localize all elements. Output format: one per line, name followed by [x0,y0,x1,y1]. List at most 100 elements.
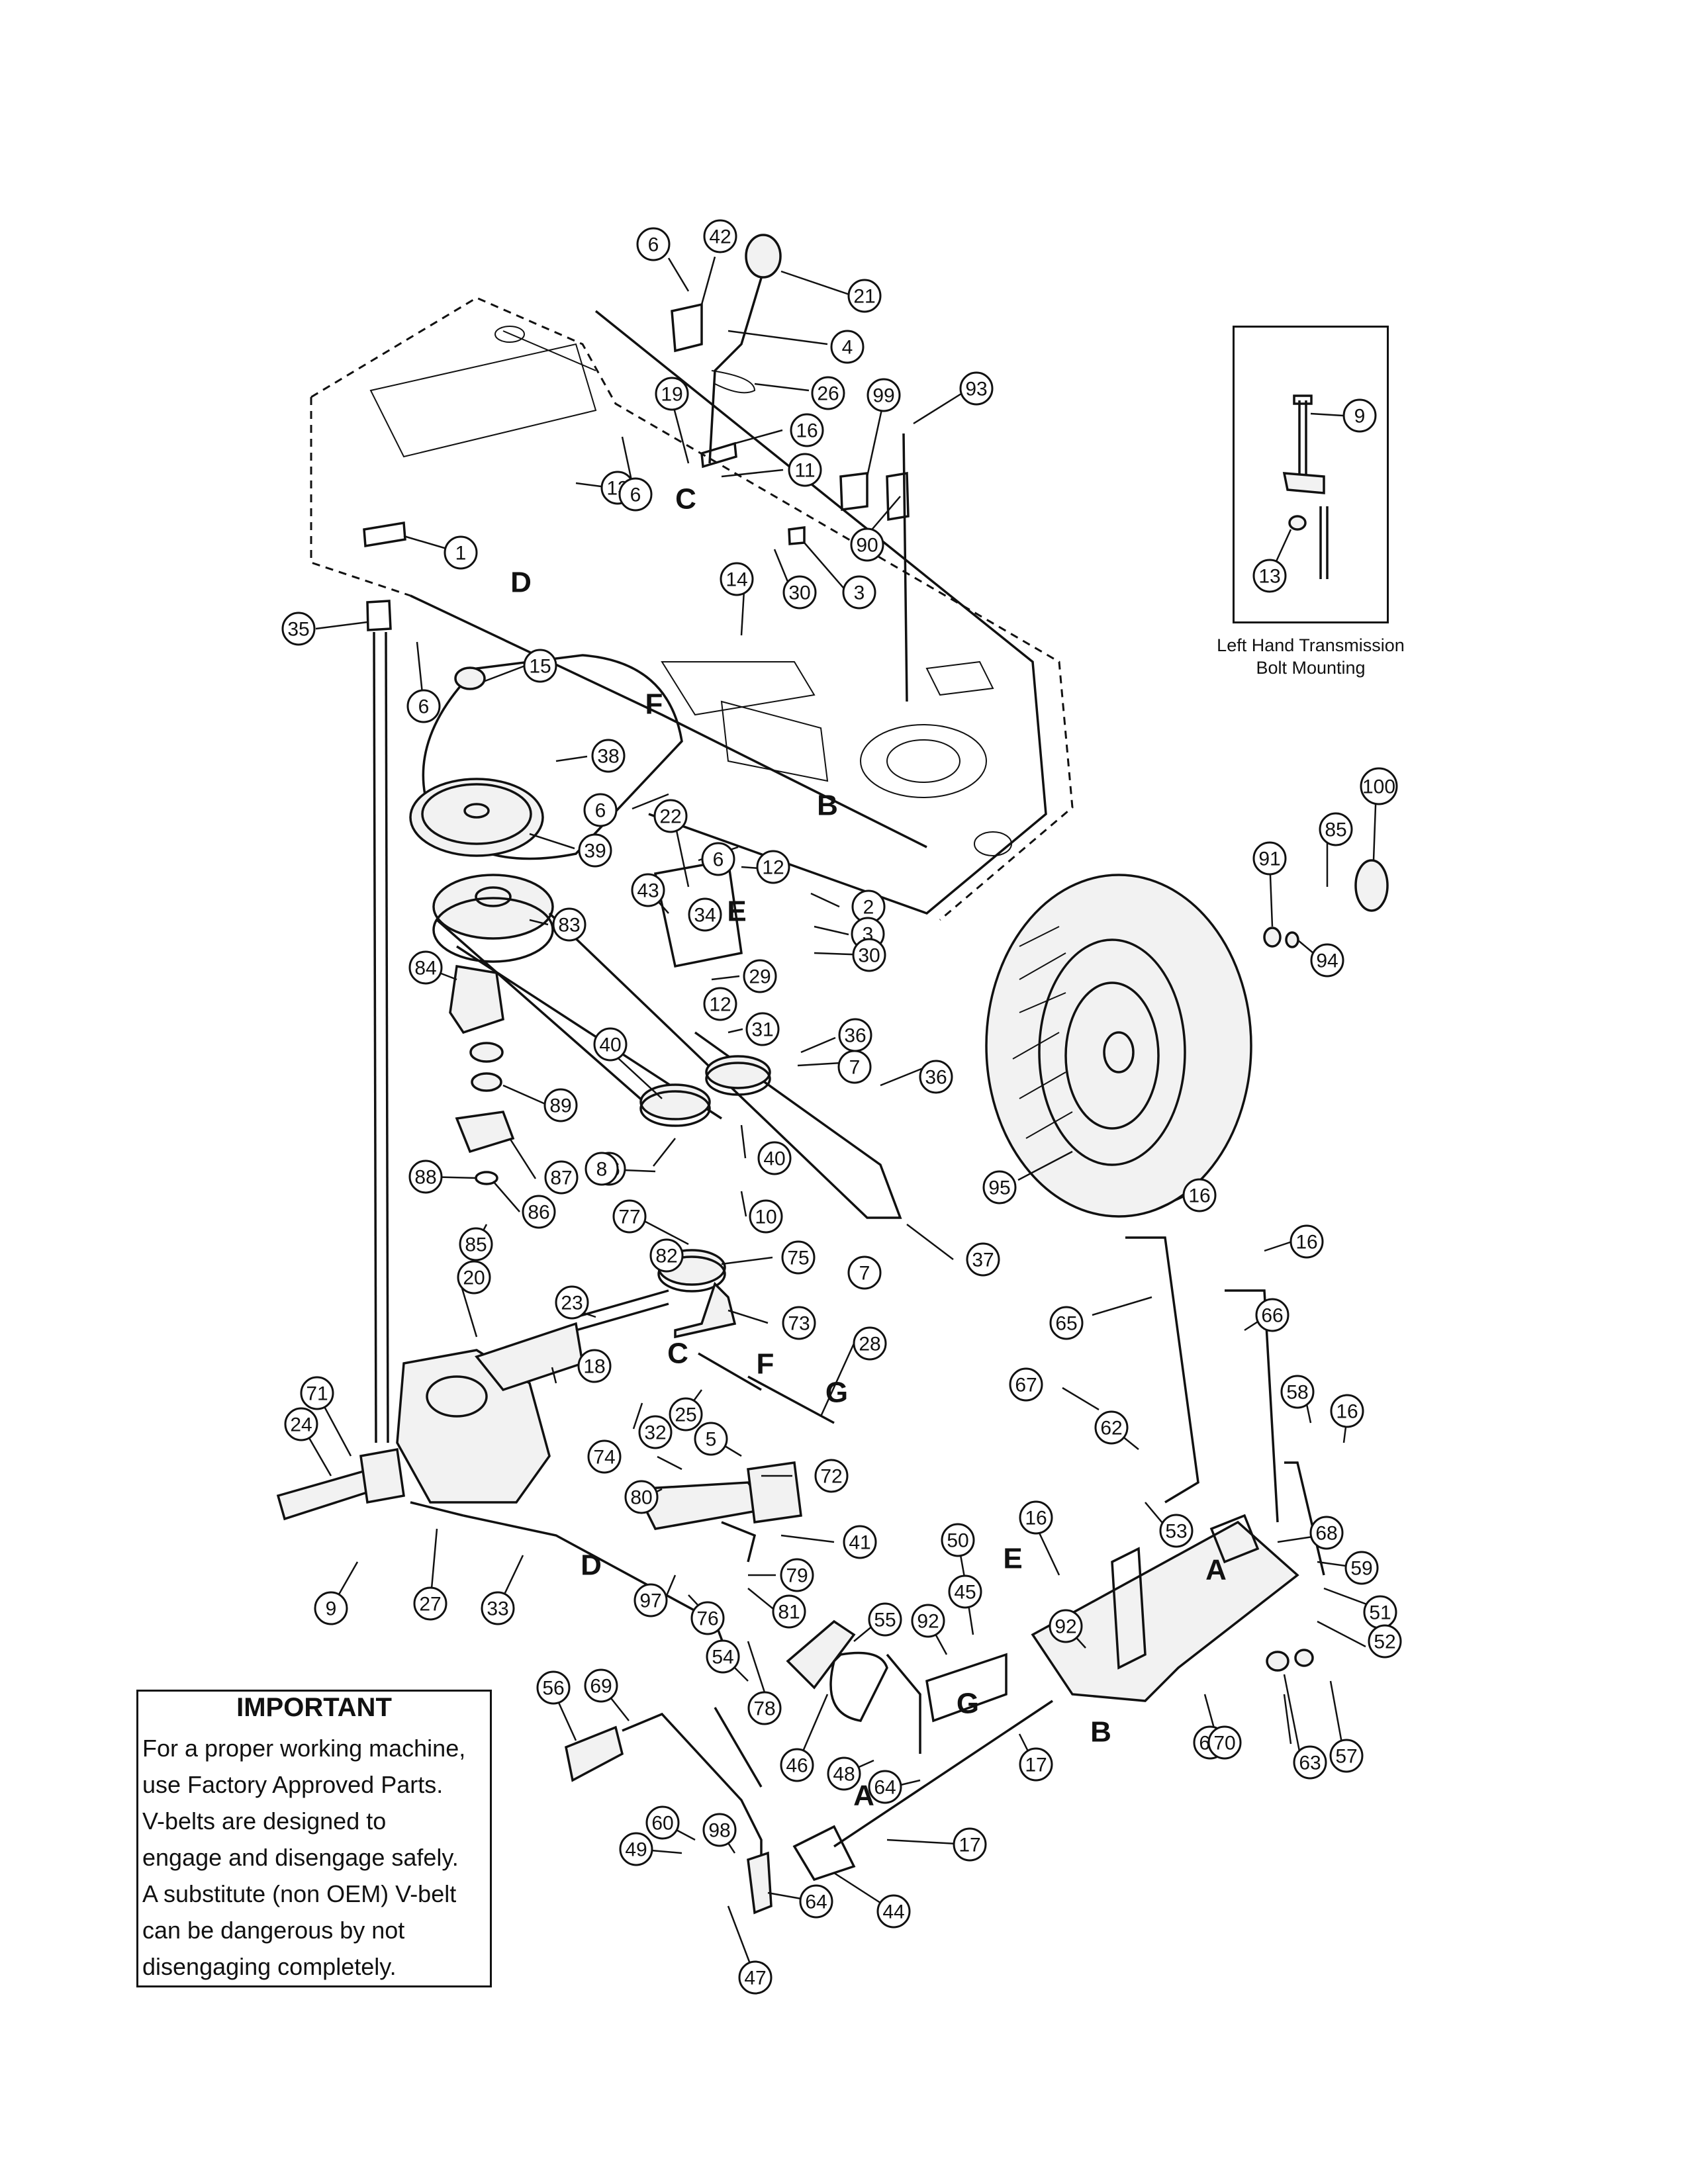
callout-46: 46 [780,1748,814,1782]
callout-44: 44 [876,1894,911,1929]
callout-label: 50 [947,1530,968,1552]
inset-box [1233,326,1389,623]
callout-71: 71 [300,1376,334,1410]
inset-caption: Left Hand Transmission Bolt Mounting [1217,635,1405,678]
callout-19: 19 [655,377,689,411]
callout-label: 49 [625,1839,647,1861]
callout-circle [720,562,754,596]
callout-circle [1094,1410,1129,1445]
callout-67: 67 [1009,1367,1043,1402]
callout-circle [1329,1739,1364,1773]
callout-circle [578,833,612,868]
callout-label: 16 [1025,1508,1047,1529]
callout-circle [631,873,665,907]
callout-12: 12 [703,987,737,1021]
callout-circle [1310,943,1344,978]
callout-58: 58 [1280,1375,1315,1409]
callout-34: 34 [688,897,722,932]
callout-label: 6 [630,484,641,506]
callout-circle [780,1558,814,1592]
callout-48: 48 [827,1756,861,1791]
callout-81: 81 [772,1594,806,1629]
transaxle [276,1289,669,1521]
callout-circle [459,1227,493,1261]
callout-label: 89 [549,1095,571,1117]
callout-label: 22 [659,806,681,828]
callout-circle [619,1832,653,1866]
callout-circle [837,1050,872,1084]
callout-label: 36 [844,1025,866,1047]
callout-circle [523,649,557,683]
callout-label: 56 [542,1678,564,1700]
callout-label: 17 [959,1835,980,1856]
callout-label: 85 [465,1234,487,1256]
callout-circle [847,279,882,313]
callout-78: 78 [747,1691,782,1725]
callout-3: 3 [842,575,876,610]
callout-16: 16 [1182,1178,1217,1212]
callout-circle [669,1397,703,1432]
callout-circle [1182,1178,1217,1212]
callout-circle [1019,1500,1053,1535]
callout-94: 94 [1310,943,1344,978]
callout-10: 10 [749,1199,783,1234]
callout-label: 6 [713,849,724,871]
callout-label: 34 [694,905,716,927]
callout-label: 4 [842,337,853,359]
callout-label: 11 [794,460,815,482]
callout-6: 6 [701,842,735,876]
callout-circle [633,1583,668,1617]
callout-label: 59 [1350,1558,1372,1580]
callout-69: 69 [584,1668,618,1703]
callout-label: 46 [786,1755,808,1777]
callout-circle [655,377,689,411]
callout-41: 41 [843,1525,877,1559]
callout-circle [830,330,865,364]
callout-circle [406,689,441,723]
callout-32: 32 [638,1415,673,1449]
callout-label: 64 [874,1777,896,1799]
callout-circle [782,1306,816,1340]
callout-35: 35 [281,612,316,646]
callout-22: 22 [653,799,688,833]
brake-linkage [410,1461,802,1649]
callout-47: 47 [738,1960,773,1995]
callout-label: 68 [1315,1523,1337,1545]
callout-label: 95 [988,1177,1010,1199]
callout-39: 39 [578,833,612,868]
callout-label: 72 [820,1466,842,1488]
callout-26: 26 [811,376,845,410]
callout-circle [780,1748,814,1782]
callout-83: 83 [552,907,586,942]
callout-20: 20 [457,1260,491,1295]
callout-label: 27 [419,1594,441,1615]
callout-38: 38 [591,739,626,773]
callout-79: 79 [780,1558,814,1592]
callout-label: 83 [558,915,580,936]
shift-lever-assembly [671,234,782,469]
callout-label: 52 [1374,1631,1395,1653]
important-body: For a proper working machine, use Factor… [142,1735,466,1980]
callout-7: 7 [847,1255,882,1290]
callout-label: 33 [487,1598,508,1620]
callout-label: 81 [778,1602,800,1623]
callout-circle [1207,1725,1242,1760]
callout-label: 40 [599,1034,621,1056]
callout-73: 73 [782,1306,816,1340]
callout-18: 18 [577,1349,612,1383]
callout-circle [788,453,822,487]
pedal-bracket-plate [1031,1514,1314,1702]
speed-lever [564,1700,1053,1915]
callout-52: 52 [1368,1624,1402,1659]
callout-circle [584,1668,618,1703]
callout-66: 66 [1255,1298,1289,1332]
callout-label: 30 [858,945,880,967]
callout-91: 91 [1252,841,1287,876]
callout-64: 64 [868,1770,902,1804]
callout-circle [743,959,777,993]
callout-circle [1019,1747,1053,1782]
callout-circle [876,1894,911,1929]
upper-pulley [409,654,683,860]
callout-circle [756,850,790,884]
callout-56: 56 [536,1670,571,1705]
